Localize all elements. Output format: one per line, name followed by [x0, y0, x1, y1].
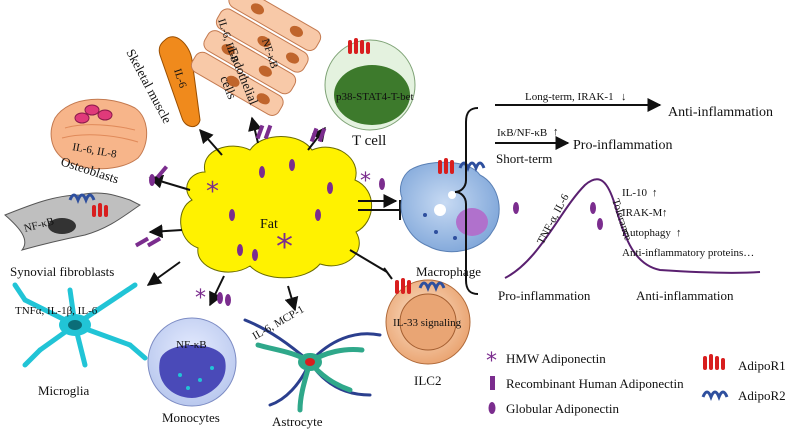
t-cell-label: T cell	[352, 133, 386, 149]
legend-recombinant: Recombinant Human Adiponectin	[506, 376, 684, 391]
fat-label: Fat	[260, 217, 278, 232]
adipor2-icon	[418, 281, 446, 293]
curve-adiponectin-markers	[513, 202, 603, 230]
skeletal-muscle-cell: IL-6	[158, 36, 201, 127]
osteoblast-cell: IL-6, IL-8	[50, 98, 148, 170]
hmw-asterisk-icon: *	[486, 349, 497, 374]
anti-inflammation-bottom: Anti-inflammation	[636, 288, 734, 303]
endothelial-cells	[190, 0, 322, 116]
ilc2-label: ILC2	[414, 373, 441, 388]
anti-proteins-label: Anti-inflammatory proteins…	[622, 247, 754, 259]
svg-text:*: *	[276, 227, 293, 267]
tolerance-curve	[504, 178, 761, 279]
up-arrow-icon: ↑	[676, 227, 682, 239]
arrow-adiponectin-glyphs: * *	[134, 124, 385, 311]
legend: * HMW Adiponectin Recombinant Human Adip…	[486, 349, 786, 416]
fat-arrows	[146, 116, 401, 312]
globular-oval-icon	[488, 402, 496, 414]
ilc2-inner: IL-33 signaling	[393, 317, 462, 329]
monocyte-inner: NF-κB	[176, 339, 207, 351]
pro-inflammation-bottom: Pro-inflammation	[498, 288, 591, 303]
ilc2-cell: IL-33 signaling	[385, 278, 471, 365]
macrophage-cell	[399, 158, 500, 253]
il10-label: IL-10	[622, 187, 648, 199]
up-arrow-icon: ↑	[553, 126, 559, 138]
fat-blob	[180, 136, 372, 279]
legend-adipor2: AdipoR2	[738, 388, 786, 403]
fat-adiponectin-markers: * *	[206, 159, 333, 267]
adipor1-icon	[395, 278, 411, 294]
right-arrows	[495, 98, 662, 150]
down-arrow-icon: ↓	[621, 91, 627, 103]
synovial-fibroblast-cell: NF-κB	[4, 192, 141, 251]
adipor1-icon	[438, 158, 454, 174]
pro-inflammation-top: Pro-inflammation	[573, 138, 673, 153]
anti-inflammation-top: Anti-inflammation	[668, 105, 773, 120]
t-cell-inner: p38-STAT4-T-bet	[336, 91, 414, 103]
svg-text:*: *	[195, 286, 206, 311]
irak-m-label: IRAK-M	[622, 207, 663, 219]
microglia-label: Microglia	[38, 383, 89, 398]
right-bracket	[454, 107, 479, 295]
monocyte-cell: NF-κB	[147, 317, 237, 407]
adipor1-icon	[703, 354, 725, 370]
microglia-nucleus	[68, 320, 82, 330]
legend-adipor1: AdipoR1	[738, 358, 786, 373]
adipor1-icon	[92, 203, 108, 217]
t-cell: p38-STAT4-T-bet	[324, 38, 416, 131]
astrocyte-label: Astrocyte	[272, 414, 323, 429]
tnf-il6-label: TNF-α, IL-6	[535, 192, 572, 247]
up-arrow-icon: ↑	[662, 207, 668, 219]
recombinant-bar-icon	[490, 376, 495, 390]
astrocyte-nucleus	[305, 358, 315, 366]
skeletal-muscle-inner: IL-6	[171, 67, 189, 90]
adipor2-icon	[458, 161, 486, 173]
adipor2-icon	[701, 390, 729, 402]
macrophage-label: Macrophage	[416, 264, 481, 279]
svg-text:*: *	[360, 169, 371, 194]
adipor2-icon	[68, 193, 96, 205]
monocyte-label: Monocytes	[162, 410, 220, 425]
svg-text:*: *	[206, 177, 219, 207]
short-term-label: Short-term	[496, 151, 552, 166]
legend-hmw: HMW Adiponectin	[506, 351, 606, 366]
legend-globular: Globular Adiponectin	[506, 401, 620, 416]
microglia-inner: TNFα, IL-1β, IL-6	[15, 305, 98, 317]
up-arrow-icon: ↑	[652, 187, 658, 199]
synovial-label: Synovial fibroblasts	[10, 264, 114, 279]
adipor1-icon	[348, 38, 370, 54]
long-term-label: Long-term, IRAK-1	[525, 91, 614, 103]
ikb-nfkb-label: IκB/NF-κB	[497, 127, 547, 139]
autophagy-label: Autophagy	[622, 227, 671, 239]
